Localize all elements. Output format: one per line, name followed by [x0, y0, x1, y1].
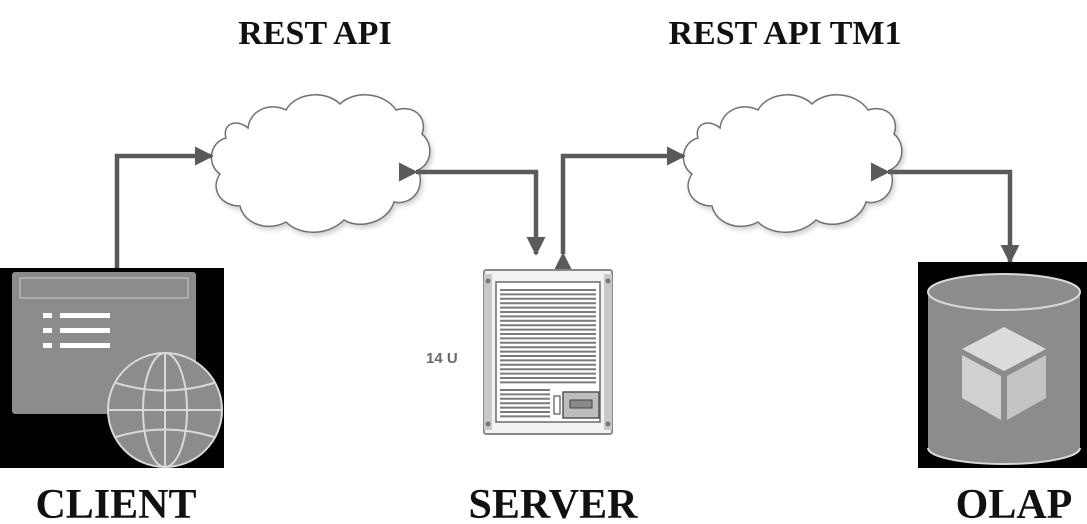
arrow-cloud-server	[398, 162, 546, 256]
cloud-right-label: REST API TM1	[668, 15, 901, 52]
cloud-left-label: REST API	[238, 15, 391, 52]
arrow-cloud-olap	[870, 162, 1020, 264]
arrow-server-cloud	[553, 146, 686, 272]
server-label: SERVER	[469, 482, 639, 524]
connector-arrows	[107, 146, 1020, 286]
database-cube-icon	[918, 262, 1087, 468]
arrow-client-cloud	[107, 146, 214, 286]
globe-icon	[107, 352, 223, 468]
olap-label: OLAP	[956, 482, 1073, 524]
cloud-icon	[682, 94, 903, 233]
cube-icon	[962, 327, 1046, 420]
rack-server-icon	[483, 269, 613, 435]
server-units-label: 14 U	[426, 350, 458, 367]
cloud-icon	[210, 94, 431, 233]
client-label: CLIENT	[35, 482, 196, 524]
browser-window-globe-icon	[0, 268, 224, 468]
